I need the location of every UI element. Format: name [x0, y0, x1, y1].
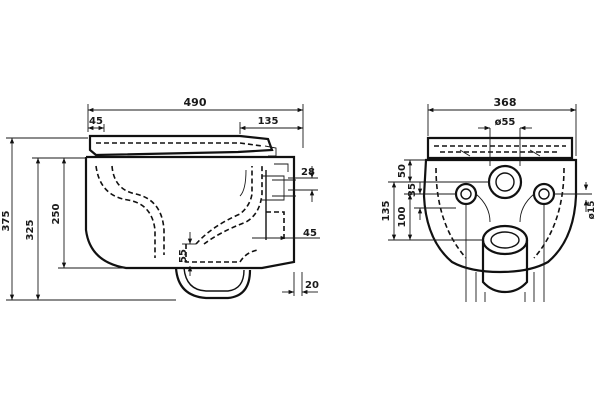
dim-45-left: 45	[88, 116, 105, 132]
dim-50-front: 50	[397, 159, 426, 182]
dim-490: 490	[87, 96, 304, 148]
dim-45-right: 45	[252, 228, 320, 241]
dim-height-35: 35	[407, 183, 418, 197]
dim-height-rim: 325	[25, 220, 36, 241]
dim-28: 28	[288, 166, 318, 202]
front-bowl	[422, 158, 578, 294]
dim-bolt-dia: ø15	[554, 182, 597, 219]
dim-250: 250	[51, 158, 126, 269]
dim-left-offset: 45	[89, 116, 103, 127]
dim-20: 20	[282, 272, 319, 296]
front-seat	[426, 136, 574, 160]
dim-height-100: 100	[397, 207, 408, 228]
dim-overall-length: 490	[184, 96, 207, 109]
dim-inlet-dia-label: ø55	[495, 117, 516, 128]
dim-wall-gap: 20	[305, 280, 319, 291]
front-centerlines	[465, 204, 545, 302]
dim-368: 368	[427, 96, 577, 156]
dim-height-135: 135	[381, 201, 392, 222]
dim-bolt-dia-label: ø15	[587, 201, 597, 220]
side-view: 490 45 135 375 325 250	[1, 96, 320, 301]
dim-height-50: 50	[397, 164, 408, 178]
dim-55-outlet: 55	[178, 232, 196, 276]
dim-inlet-dia: ø55	[478, 117, 532, 166]
side-bowl	[84, 155, 296, 300]
dim-outlet-height: 45	[303, 228, 317, 239]
front-view: 368 ø55 135 100 50	[381, 96, 597, 302]
dim-35-front: 35	[407, 182, 456, 220]
dim-135-front: 135	[381, 181, 490, 241]
side-seat	[88, 134, 277, 157]
dim-100-front: 100	[397, 193, 456, 240]
dim-height-outlet: 250	[51, 204, 62, 225]
dim-325: 325	[25, 157, 86, 300]
dim-overall-width: 368	[494, 96, 517, 109]
dim-135-top: 135	[239, 116, 303, 134]
dim-outlet-dia: 55	[178, 249, 189, 263]
dim-375: 375	[1, 137, 176, 301]
dim-height-total: 375	[1, 211, 12, 232]
dim-right-offset: 135	[258, 116, 279, 127]
dim-inlet-height: 28	[301, 167, 315, 178]
